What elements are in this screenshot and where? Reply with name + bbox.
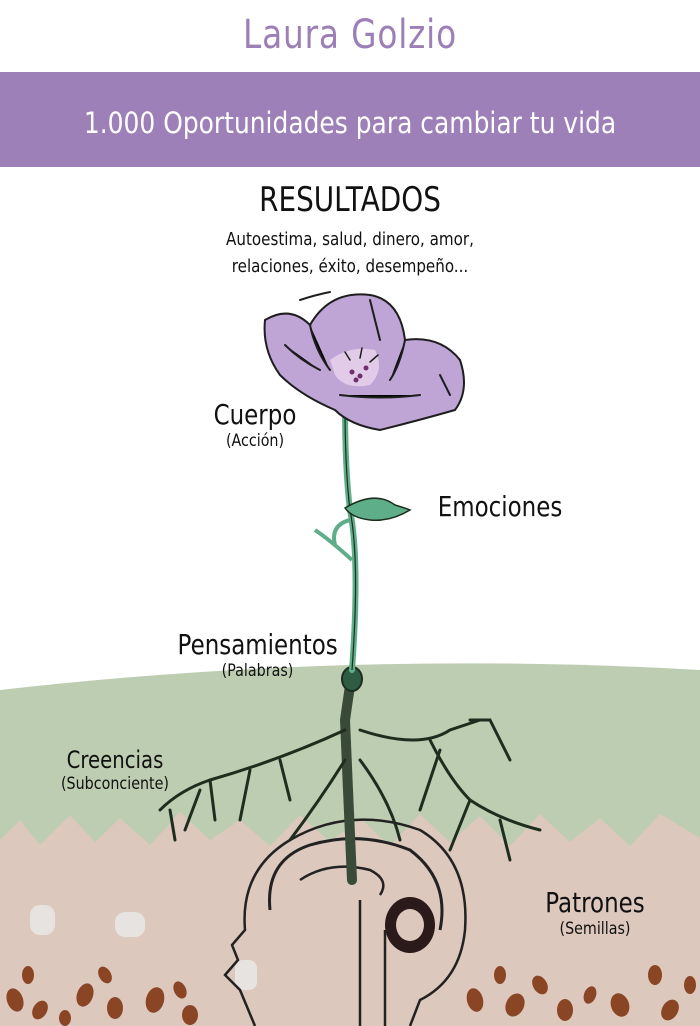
label-patrones: Patrones (Semillas): [530, 886, 660, 939]
label-cuerpo: Cuerpo (Acción): [195, 398, 315, 451]
label-creencias-title: Creencias: [66, 746, 164, 774]
label-creencias-sub: (Subconciente): [60, 774, 169, 794]
bean-icon: [557, 999, 573, 1021]
bean-icon: [59, 1010, 71, 1026]
bean-icon: [173, 981, 187, 999]
bean-icon: [494, 966, 506, 984]
soil-spot: [235, 960, 257, 990]
bean-icon: [76, 983, 94, 1007]
bean-icon: [6, 988, 24, 1012]
bean-icon: [583, 986, 597, 1004]
label-emociones-title: Emociones: [437, 490, 563, 523]
bean-icon: [107, 997, 123, 1019]
bean-icon: [22, 966, 34, 984]
bean-icon: [684, 976, 696, 994]
bean-icon: [661, 999, 679, 1021]
soil-spot: [115, 912, 145, 937]
label-creencias: Creencias (Subconciente): [45, 746, 185, 794]
label-cuerpo-sub: (Acción): [225, 431, 285, 451]
bean-icon: [145, 987, 165, 1013]
results-line-1: Autoestima, salud, dinero, amor,: [226, 229, 474, 250]
label-patrones-sub: (Semillas): [559, 919, 631, 939]
head-brain-icon: [223, 818, 467, 1026]
bean-icon: [182, 1005, 198, 1025]
bean-icon: [466, 988, 484, 1012]
label-pensamientos: Pensamientos (Palabras): [160, 628, 355, 681]
bean-icon: [98, 966, 112, 984]
bean-icon: [648, 965, 662, 985]
results-line-2: relaciones, éxito, desempeño...: [231, 256, 469, 277]
bean-icon: [505, 993, 525, 1017]
title-banner: [0, 72, 700, 167]
label-pensamientos-sub: (Palabras): [221, 661, 294, 681]
roots-icon: [158, 667, 542, 885]
label-pensamientos-title: Pensamientos: [177, 628, 338, 661]
label-cuerpo-title: Cuerpo: [213, 398, 297, 431]
label-emociones: Emociones: [420, 490, 580, 523]
label-patrones-title: Patrones: [545, 886, 645, 919]
results-list: Autoestima, salud, dinero, amor, relacio…: [56, 226, 644, 280]
book-subtitle: 1.000 Oportunidades para cambiar tu vida: [83, 106, 617, 140]
soil-pink-layer: [0, 812, 700, 1026]
flower-icon: [263, 291, 465, 432]
bean-icon: [610, 993, 630, 1017]
coffee-beans: [6, 965, 696, 1026]
bean-icon: [32, 1000, 48, 1020]
results-title: RESULTADOS: [259, 180, 441, 220]
leaf-icon: [343, 497, 412, 522]
leaf-branch: [313, 518, 354, 562]
soil-spot: [30, 905, 55, 935]
author-name: Laura Golzio: [242, 12, 457, 58]
bean-icon: [532, 975, 548, 995]
